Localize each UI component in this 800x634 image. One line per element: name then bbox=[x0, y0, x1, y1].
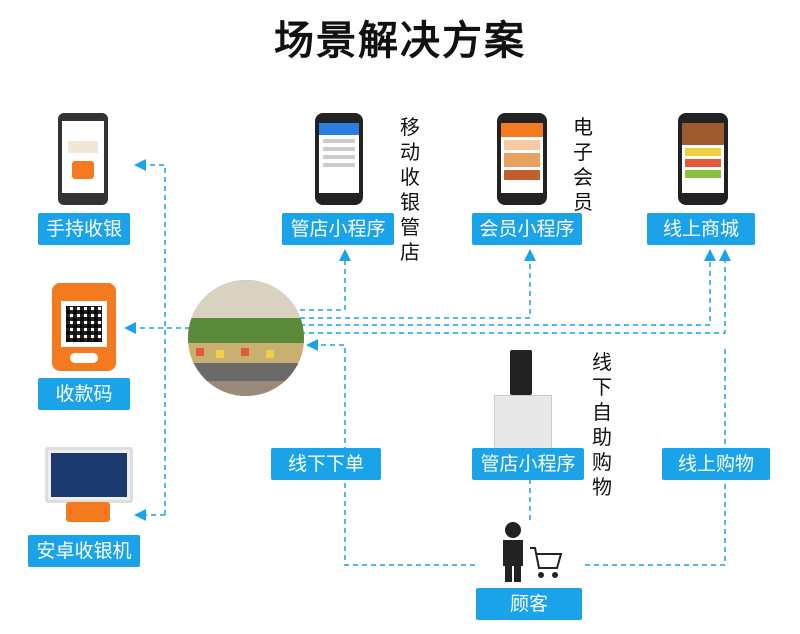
link-to-shouchi bbox=[134, 159, 166, 515]
kiosk-body-icon bbox=[494, 395, 552, 449]
vtext-dianzi: 电子会员 bbox=[573, 115, 593, 214]
label-guandian-top: 管店小程序 bbox=[282, 213, 394, 245]
qr-code-stand-icon bbox=[52, 283, 116, 371]
phone-huiyuan-icon bbox=[497, 113, 547, 205]
store-image bbox=[188, 280, 304, 396]
phone-mall-icon bbox=[678, 113, 728, 205]
link-online-shopping bbox=[585, 345, 726, 566]
kiosk-screen-icon bbox=[510, 350, 532, 395]
link-to-mall-2 bbox=[300, 249, 731, 334]
link-to-mall-1 bbox=[300, 249, 716, 326]
label-xianshang-mall: 线上商城 bbox=[647, 213, 755, 245]
label-xianxia-xiadan: 线下下单 bbox=[271, 448, 381, 480]
vtext-zizhu: 线下自助购物 bbox=[592, 350, 612, 499]
label-anzhuo: 安卓收银机 bbox=[28, 535, 140, 567]
label-shouchi: 手持收银 bbox=[38, 213, 130, 245]
vtext-yidong: 移动收银管店 bbox=[400, 115, 420, 264]
android-pos-base-icon bbox=[66, 502, 110, 522]
label-guandian-mid: 管店小程序 bbox=[472, 448, 584, 480]
link-to-guandian-top bbox=[300, 249, 351, 311]
android-pos-icon bbox=[45, 447, 133, 503]
link-offline-order bbox=[306, 339, 475, 566]
phone-guandian-icon bbox=[315, 113, 363, 205]
label-shoukuanma: 收款码 bbox=[38, 378, 130, 410]
link-to-huiyuan bbox=[300, 249, 536, 319]
handheld-pos-icon bbox=[58, 113, 108, 205]
customer-cart-icon bbox=[503, 522, 563, 582]
label-xianshang-gouwu: 线上购物 bbox=[662, 448, 770, 480]
label-huiyuan: 会员小程序 bbox=[472, 213, 582, 245]
label-guke: 顾客 bbox=[476, 588, 582, 620]
page-title: 场景解决方案 bbox=[274, 18, 526, 64]
